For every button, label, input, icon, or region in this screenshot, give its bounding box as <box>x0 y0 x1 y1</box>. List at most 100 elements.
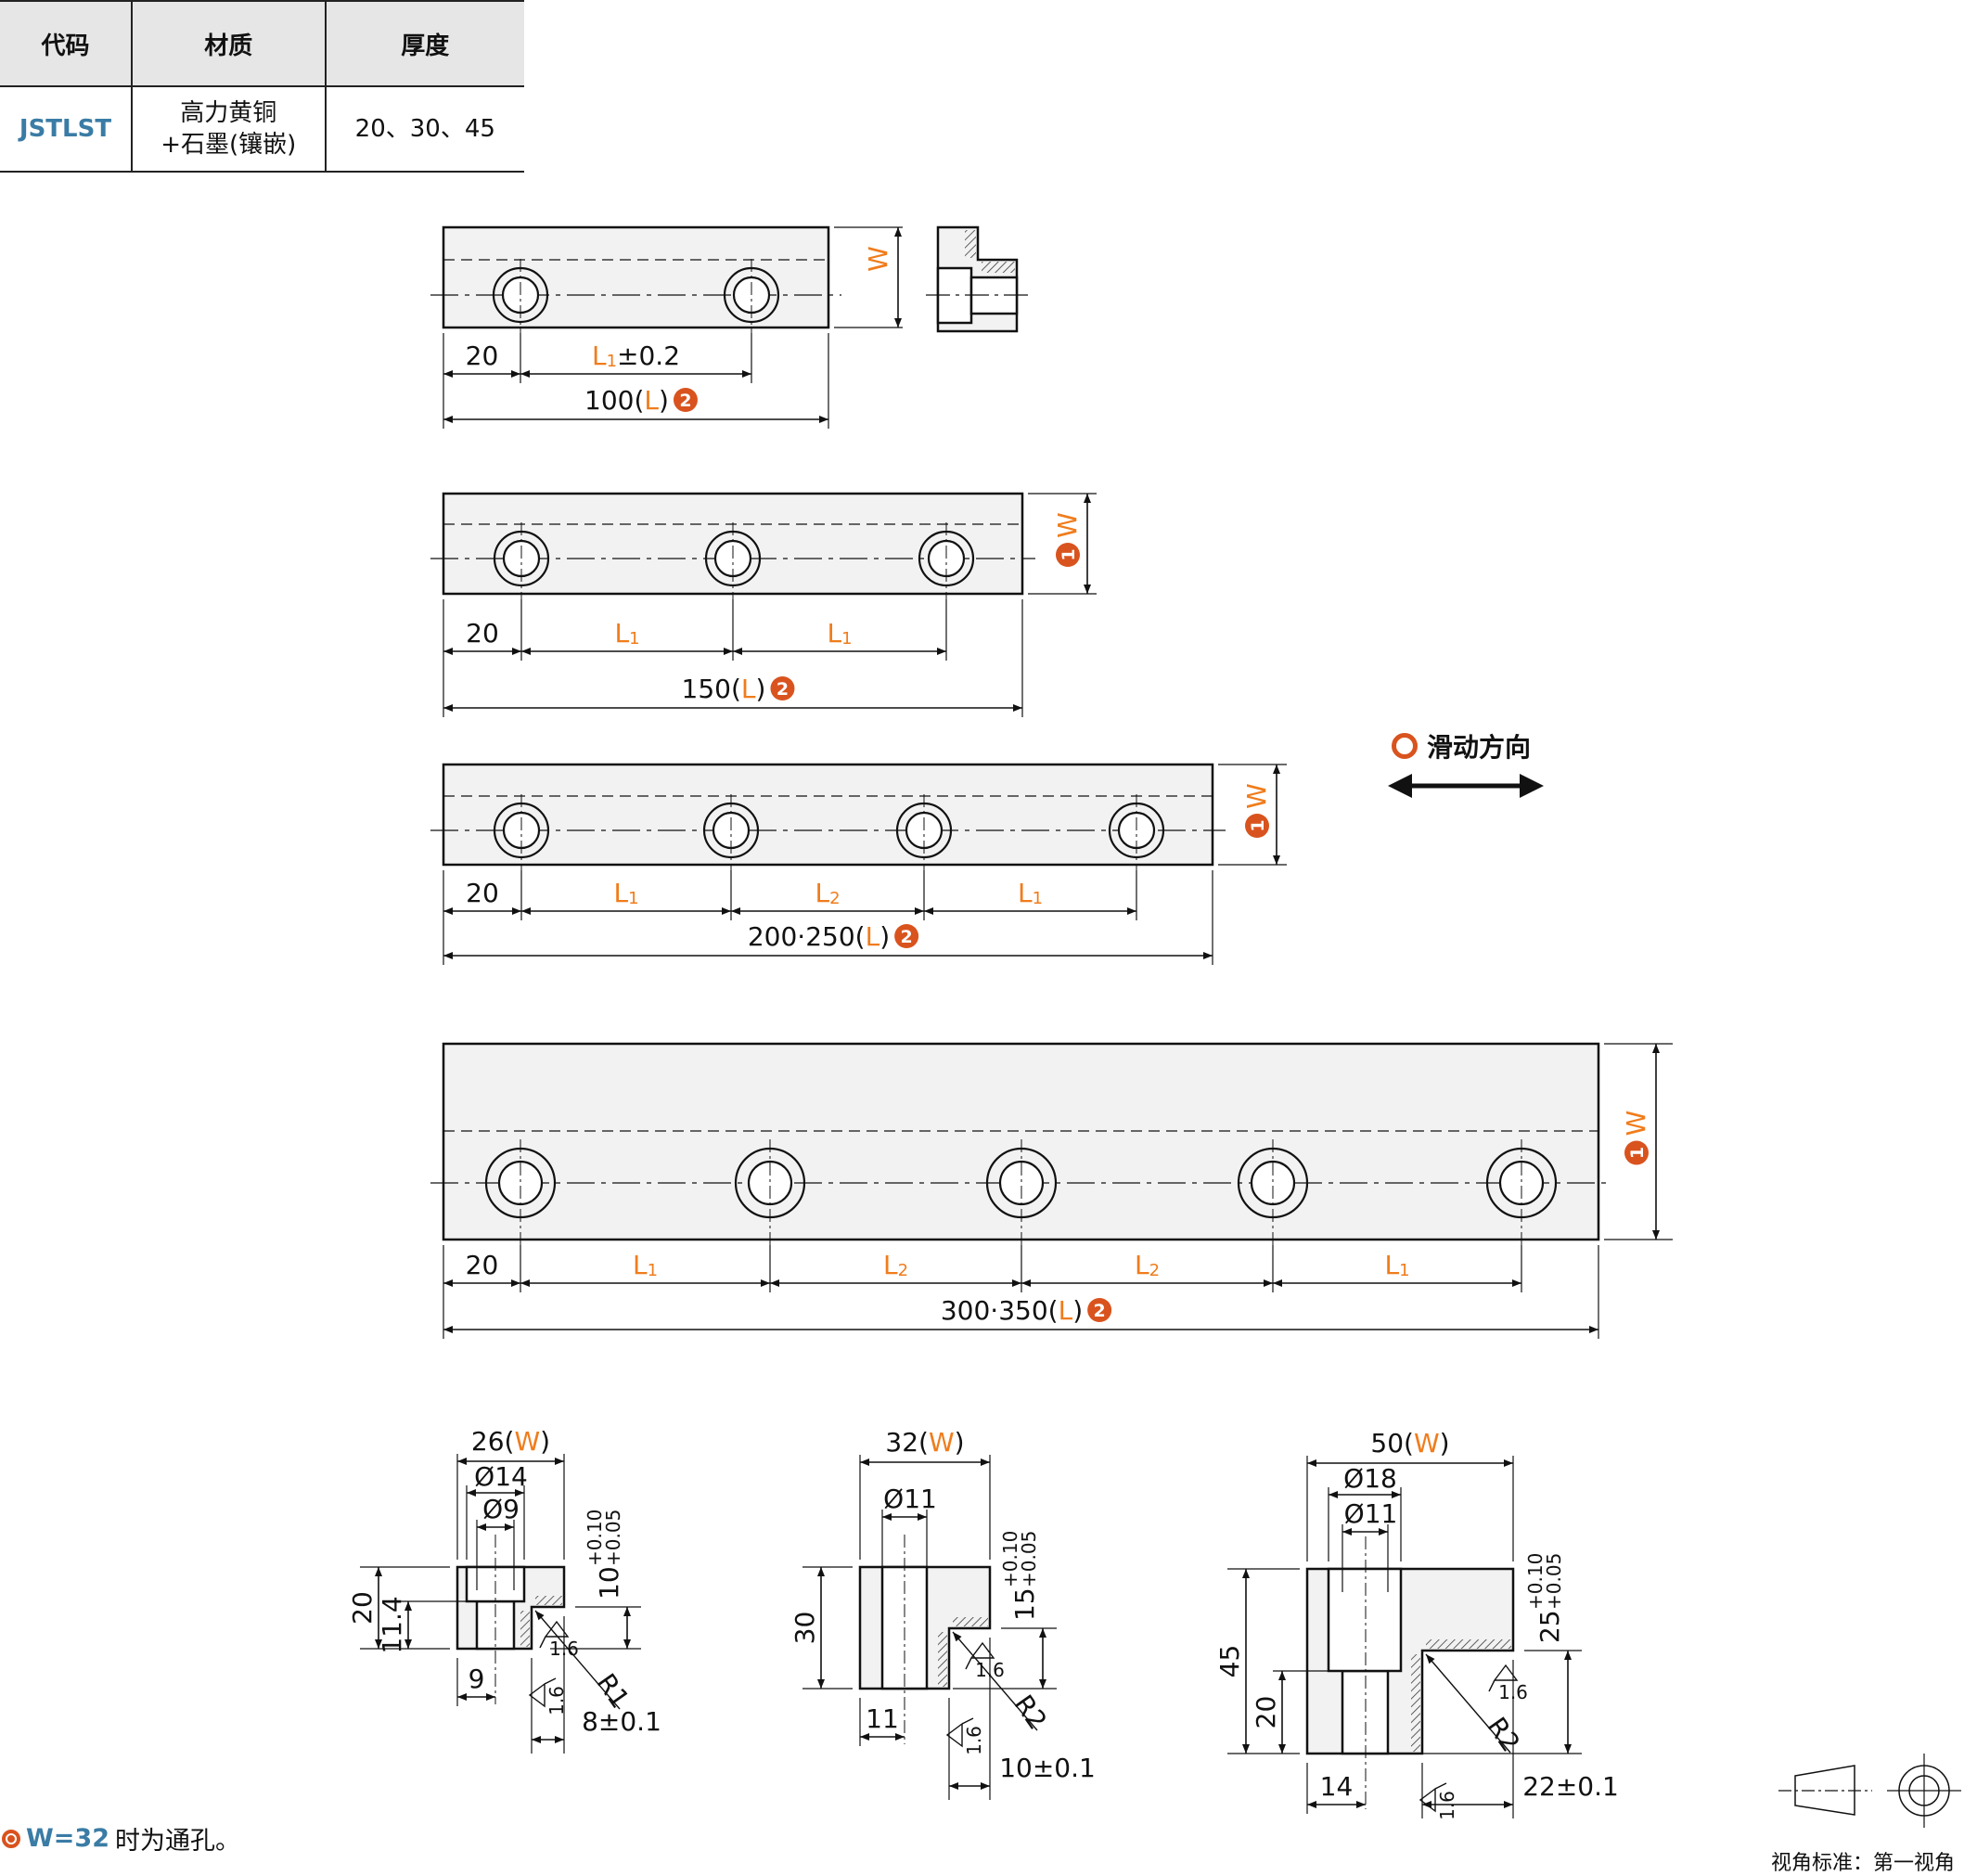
text-part: +0.10 <box>999 1531 1021 1587</box>
chain-dimension-label: L1±0.2 <box>592 341 680 371</box>
text-part: 20 <box>466 341 499 371</box>
chain-dimension-label: L2 <box>1135 1250 1160 1280</box>
hole-diameter-label: Ø9 <box>482 1494 520 1524</box>
axis-offset-label: 14 <box>1320 1771 1354 1802</box>
text-part: ( <box>855 921 866 952</box>
badge-circle <box>1245 814 1269 838</box>
roughness-label: 1.6 <box>1498 1681 1528 1703</box>
text-part: L <box>644 385 659 416</box>
radius-leader <box>534 1610 621 1710</box>
text-part: L <box>1059 1295 1073 1326</box>
text-part: 1 <box>629 629 639 649</box>
text-part: +0.05 <box>1018 1531 1040 1587</box>
text-part: L <box>592 341 607 371</box>
text-part: ( <box>505 1426 515 1457</box>
spec-table: 代码 材质 厚度 JSTLST 高力黄铜 +石墨(镶嵌) 20、30、45 <box>0 0 524 173</box>
hatch-area <box>953 1617 988 1626</box>
counterbore <box>1327 1567 1403 1673</box>
badge-circle <box>1056 543 1080 567</box>
roughness-icon <box>1419 1782 1447 1813</box>
text-part: +0.10 <box>1524 1553 1547 1610</box>
text-part: 150 <box>682 674 731 704</box>
roughness-icon <box>1488 1664 1519 1692</box>
text-part: W <box>1414 1428 1440 1458</box>
counterbore-diameter-label: Ø14 <box>474 1461 528 1492</box>
badge-number: 2 <box>679 391 691 411</box>
text-part: W <box>863 246 893 272</box>
counterbore-hole <box>493 794 550 891</box>
hatch-area <box>1411 1654 1420 1752</box>
text-part: L <box>1018 878 1033 908</box>
badge-2-icon: 2 <box>673 388 698 412</box>
badge-2-icon: 2 <box>894 924 919 948</box>
roughness-label: 1.6 <box>963 1726 985 1755</box>
counterbore-hole <box>1485 1139 1558 1266</box>
text-part: 20 <box>347 1591 378 1625</box>
text-part: Ø18 <box>1343 1463 1397 1494</box>
text-part: 15 <box>1009 1587 1040 1621</box>
counterbore-hole <box>484 1139 557 1266</box>
first-angle-projection-icon <box>1778 1754 1961 1828</box>
text-part: 1 <box>648 1261 658 1280</box>
text-part: ( <box>731 674 741 704</box>
text-part: 32 <box>885 1427 918 1458</box>
text-part: ( <box>634 385 644 416</box>
counterbore-hole <box>1237 1139 1309 1266</box>
text-part: ) <box>540 1426 550 1457</box>
text-part: L <box>633 1250 648 1280</box>
text-part: 22±0.1 <box>1522 1771 1619 1802</box>
slide-direction-legend: 滑动方向 <box>1392 727 1531 765</box>
badge-2-icon: 2 <box>1087 1298 1112 1322</box>
bullseye-icon <box>2 1829 20 1848</box>
header-code: 代码 <box>0 0 133 87</box>
badge-circle <box>770 676 795 700</box>
side-view-profile <box>926 225 1030 333</box>
text-part: ) <box>756 674 766 704</box>
text-part: W <box>929 1427 955 1458</box>
text-part: ) <box>879 921 890 952</box>
text-part: ( <box>1404 1428 1414 1458</box>
axis-offset-label: 11 <box>866 1703 899 1734</box>
badge-number: 2 <box>901 927 913 947</box>
hatch-area <box>535 1596 562 1605</box>
badge-number: 2 <box>1094 1301 1106 1321</box>
step-width-label: 8±0.1 <box>582 1706 661 1737</box>
step-width-label: 22±0.1 <box>1522 1771 1619 1802</box>
text-part: L <box>741 674 756 704</box>
text-part: Ø11 <box>883 1484 937 1514</box>
step-height-label: 10 <box>594 1566 624 1600</box>
slide-direction-arrow <box>1388 774 1544 798</box>
text-part: +0.05 <box>1543 1553 1565 1610</box>
badge-number: 1 <box>1627 1147 1648 1159</box>
counterbore-hole <box>1108 794 1165 891</box>
text-part: 26 <box>471 1426 505 1457</box>
view-standard-label: 视角标准：第一视角 <box>1771 1852 1956 1875</box>
text-part: 1 <box>841 629 852 649</box>
text-part: L <box>815 878 829 908</box>
chain-dimension-label: L2 <box>815 878 840 908</box>
slide-direction-label: 滑动方向 <box>1427 732 1532 763</box>
cell-code: JSTLST <box>0 85 133 173</box>
counterbore-depth-label: 11.4 <box>377 1596 407 1653</box>
overall-length-label: 150(L) <box>682 674 766 704</box>
text-part: W <box>1052 512 1083 538</box>
radius-label: R2 <box>1008 1690 1053 1735</box>
badge-number: 1 <box>1248 819 1268 831</box>
section-width-label: 32(W) <box>885 1427 964 1458</box>
footnote: W=32 时为通孔。 <box>2 1820 240 1857</box>
table-row: JSTLST 高力黄铜 +石墨(镶嵌) 20、30、45 <box>0 85 524 173</box>
text-part: ) <box>659 385 669 416</box>
text-part: 50 <box>1370 1428 1404 1458</box>
header-material: 材质 <box>131 0 327 87</box>
counterbore-hole <box>985 1139 1058 1266</box>
text-part: Ø14 <box>474 1461 528 1492</box>
cell-material: 高力黄铜 +石墨(镶嵌) <box>131 85 327 173</box>
step-height-label: 15 <box>1009 1587 1040 1621</box>
text-part: L <box>883 1250 898 1280</box>
text-part: 1 <box>1399 1261 1409 1280</box>
badge-number: 2 <box>777 679 789 700</box>
section-width-label: 26(W) <box>471 1426 550 1457</box>
